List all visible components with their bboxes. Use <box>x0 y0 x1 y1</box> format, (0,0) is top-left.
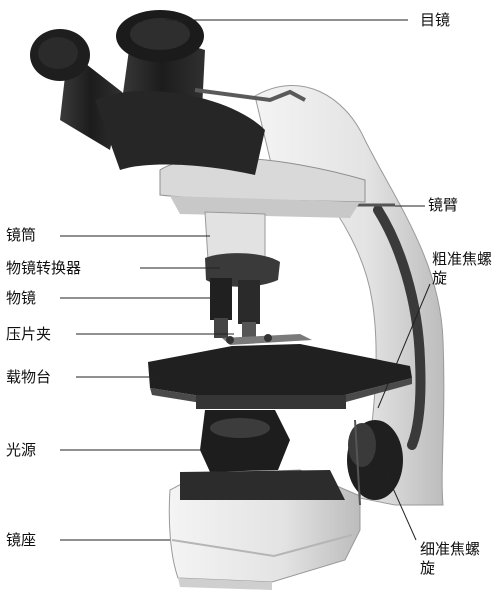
label-stage: 载物台 <box>6 368 51 386</box>
label-coarse-focus: 粗准焦螺旋 <box>432 250 496 288</box>
stage <box>148 344 412 409</box>
label-light-source: 光源 <box>6 441 36 459</box>
light-source <box>200 410 290 472</box>
label-objective: 物镜 <box>6 289 36 307</box>
label-arm: 镜臂 <box>428 196 458 214</box>
label-fine-focus: 细准焦螺旋 <box>420 540 484 578</box>
base-top-shadow <box>180 470 345 500</box>
clip <box>222 334 312 345</box>
label-tube: 镜筒 <box>6 226 36 244</box>
objective <box>210 278 260 340</box>
label-base: 镜座 <box>6 531 36 549</box>
label-clip: 压片夹 <box>6 325 51 343</box>
label-nosepiece: 物镜转换器 <box>6 259 81 277</box>
label-eyepiece: 目镜 <box>420 11 450 29</box>
